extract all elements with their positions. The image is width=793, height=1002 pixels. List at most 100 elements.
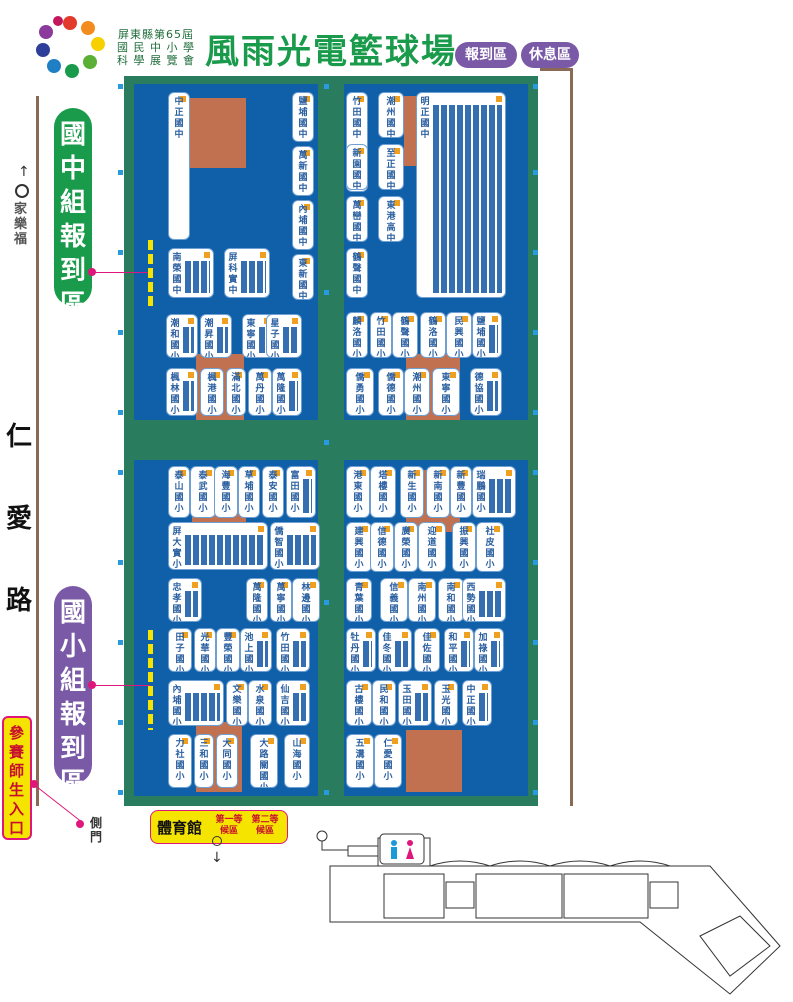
school-name: 瑞鵬國小: [476, 471, 486, 514]
school-name: 僑勇國小: [355, 373, 365, 416]
school-name: 水泉國小: [255, 685, 265, 726]
booth-flag-icon: [260, 252, 266, 258]
booth-seats: [293, 693, 306, 721]
gym-circle-icon: [212, 836, 222, 846]
booth-seats: [479, 591, 502, 617]
booth-seats: [487, 381, 498, 411]
school-booth: 僑德國小: [378, 368, 404, 416]
school-name: 潮州國中: [386, 97, 396, 138]
school-booth: 萬新國中: [292, 146, 314, 196]
court-marker: [533, 410, 538, 415]
school-booth: 竹田國小: [276, 628, 310, 672]
booth-flag-icon: [462, 470, 468, 476]
school-booth: 佳佐國小: [414, 628, 440, 672]
booth-flag-icon: [462, 316, 468, 322]
school-name: 五溝國小: [355, 739, 365, 782]
school-name: 泰安國小: [268, 471, 278, 514]
booth-flag-icon: [420, 372, 426, 378]
school-booth: 海豐國小: [214, 466, 238, 518]
school-booth: 西勢國小: [462, 578, 506, 622]
court-marker: [118, 170, 123, 175]
court-marker: [533, 250, 538, 255]
booth-flag-icon: [204, 252, 210, 258]
school-booth: 鹽埔國中: [292, 92, 314, 142]
school-name: 潮昇國小: [204, 319, 214, 358]
booth-flag-icon: [394, 200, 400, 206]
school-booth: 南和國小: [438, 578, 464, 622]
logo-flower-icon: [32, 14, 108, 80]
booth-flag-icon: [494, 632, 500, 638]
school-booth: 楓林國小: [166, 368, 198, 416]
boundary-top: [540, 68, 572, 71]
school-name: 楓港國小: [207, 373, 217, 416]
court-marker: [533, 330, 538, 335]
booth-flag-icon: [304, 258, 310, 264]
booth-flag-icon: [436, 316, 442, 322]
booth-flag-icon: [382, 316, 388, 322]
school-booth: 牡丹國小: [346, 628, 376, 672]
booth-flag-icon: [454, 582, 460, 588]
booth-flag-icon: [358, 252, 364, 258]
court-marker: [118, 720, 123, 725]
booth-flag-icon: [310, 526, 316, 532]
booth-seats: [395, 641, 408, 667]
school-booth: 潮州國小: [404, 368, 430, 416]
school-name: 振興國小: [459, 527, 469, 570]
booth-flag-icon: [222, 318, 228, 324]
school-name: 林邊國小: [301, 583, 311, 622]
school-booth: 港東國小: [346, 466, 370, 518]
court-marker: [533, 790, 538, 795]
booth-flag-icon: [306, 470, 312, 476]
junior-checkin-label: 國中組報到區: [54, 108, 92, 320]
school-name: 東寧國小: [246, 319, 256, 358]
school-name: 內埔國中: [298, 205, 308, 248]
school-name: 潮和國小: [170, 319, 180, 358]
side-gate-label: 側門: [90, 816, 103, 844]
school-name: 滿北國小: [231, 373, 241, 416]
court-marker: [118, 640, 123, 645]
school-booth: 力社國小: [168, 734, 192, 788]
booth-seats: [257, 641, 268, 667]
school-name: 內埔國小: [172, 685, 182, 726]
school-name: 僑智國小: [274, 527, 284, 570]
school-booth: 豐榮國小: [216, 628, 240, 672]
court-marker: [533, 470, 538, 475]
booth-flag-icon: [386, 684, 392, 690]
booth-flag-icon: [180, 470, 186, 476]
school-booth: 東港高中: [378, 196, 404, 242]
school-booth: 竹田國小: [370, 312, 392, 358]
school-booth: 青葉國小: [346, 578, 372, 622]
booth-flag-icon: [300, 684, 306, 690]
booth-flag-icon: [274, 470, 280, 476]
school-name: 萬寧國小: [276, 583, 286, 622]
school-name: 民興國小: [454, 317, 464, 358]
school-name: 豐榮國小: [223, 633, 233, 672]
booth-flag-icon: [262, 372, 268, 378]
court-marker: [533, 170, 538, 175]
school-name: 廣榮國小: [401, 527, 411, 570]
booth-flag-icon: [282, 582, 288, 588]
school-name: 草埔國小: [244, 471, 254, 514]
court-marker: [118, 250, 123, 255]
up-arrow-icon: ↑: [18, 164, 30, 180]
zone-tl-top: [190, 98, 246, 168]
school-name: 泰山國小: [174, 471, 184, 514]
booth-flag-icon: [204, 738, 210, 744]
school-name: 鹽埔國小: [476, 317, 486, 358]
school-name: 三和國小: [199, 739, 209, 782]
school-booth: 星子國小: [266, 314, 302, 358]
school-booth: 萬寧國小: [270, 578, 292, 622]
school-booth: 滿北國小: [226, 368, 246, 416]
booth-seats: [283, 327, 298, 353]
school-booth: 民和國小: [372, 680, 396, 726]
school-name: 大同國小: [222, 739, 232, 782]
booth-flag-icon: [436, 526, 442, 532]
school-name: 仙吉國小: [280, 685, 290, 726]
school-booth: 內埔國中: [292, 200, 314, 250]
school-name: 萬巒國中: [352, 201, 362, 242]
booth-flag-icon: [262, 632, 268, 638]
court-marker: [118, 560, 123, 565]
school-name: 仁愛國小: [383, 739, 393, 782]
participants-entrance-text: 參賽師生入口: [9, 724, 25, 837]
school-name: 民和國小: [379, 685, 389, 726]
